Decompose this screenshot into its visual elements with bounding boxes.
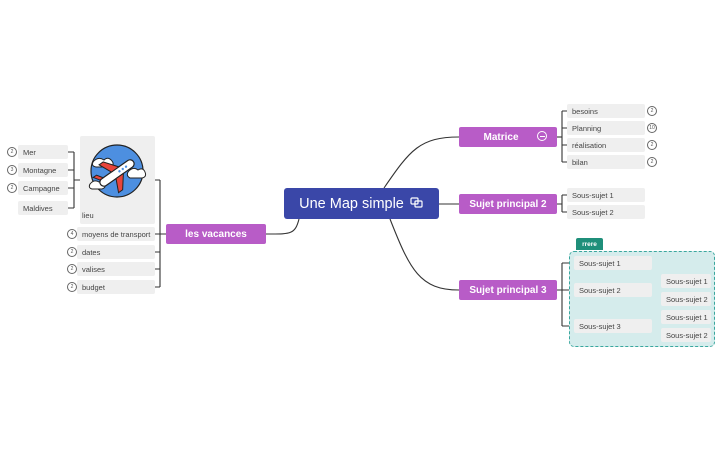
count-badge[interactable]: 2 [647,140,657,150]
subtopic-budget[interactable]: budget [77,280,155,294]
branch-les-vacances[interactable]: les vacances [166,224,266,244]
branch-matrice-label: Matrice [483,131,519,143]
subtopic-label: Sous-sujet 1 [666,276,708,286]
subtopic-label: Maldives [23,203,53,213]
subtopic-label: Sous-sujet 1 [579,258,621,268]
subtopic-sous-sujet-2-2[interactable]: Sous-sujet 2 [661,292,711,306]
count-badge[interactable]: 2 [67,247,77,257]
subtopic-lieu[interactable]: lieu [80,136,155,224]
subtopic-sous-sujet-1[interactable]: Sous-sujet 1 [567,188,645,202]
subtopic-lieu-label: lieu [82,211,94,220]
subtopic-label: Sous-sujet 1 [666,312,708,322]
subtopic-label: Sous-sujet 1 [572,190,614,200]
branch-sujet-principal-2-label: Sujet principal 2 [469,198,547,210]
central-topic[interactable]: Une Map simple [284,188,439,219]
subtopic-montagne[interactable]: Montagne [18,163,68,177]
subtopic-label: Sous-sujet 2 [666,330,708,340]
subtopic-sous-sujet-3[interactable]: Sous-sujet 3 [574,319,652,333]
branch-les-vacances-label: les vacances [185,228,247,240]
subtopic-bilan[interactable]: bilan [567,155,645,169]
count-badge[interactable]: 2 [67,264,77,274]
subtopic-label: Sous-sujet 2 [579,285,621,295]
subtopic-valises[interactable]: valises [77,262,155,276]
subtopic-label: Campagne [23,183,60,193]
count-badge[interactable]: 3 [7,165,17,175]
subtopic-label: Sous-sujet 2 [572,207,614,217]
branch-sujet-principal-3[interactable]: Sujet principal 3 [459,280,557,300]
central-topic-label: Une Map simple [299,195,404,212]
subtopic-sous-sujet-2[interactable]: Sous-sujet 2 [574,283,652,297]
subtopic-sous-sujet-2[interactable]: Sous-sujet 2 [567,205,645,219]
count-badge[interactable]: 2 [647,157,657,167]
count-badge[interactable]: 2 [7,183,17,193]
subtopic-label: dates [82,247,101,257]
subtopic-label: Sous-sujet 2 [666,294,708,304]
subtopic-sous-sujet-1[interactable]: Sous-sujet 1 [574,256,652,270]
subtopic-dates[interactable]: dates [77,245,155,259]
subtopic-label: Planning [572,123,602,133]
subtopic-sous-sujet-2-1[interactable]: Sous-sujet 1 [661,274,711,288]
subtopic-maldives[interactable]: Maldives [18,201,68,215]
count-badge[interactable]: 2 [7,147,17,157]
subtopic-label: budget [82,282,105,292]
count-badge[interactable]: 10 [647,123,657,133]
subtopic-planning[interactable]: Planning [567,121,645,135]
subtopic-label: Mer [23,147,36,157]
subtopic-label: Montagne [23,165,57,175]
subtopic-label: bilan [572,157,588,167]
count-badge[interactable]: 2 [67,282,77,292]
boundary-label[interactable]: rrere [576,238,603,250]
subtopic-label: moyens de transport [82,229,151,239]
count-badge[interactable]: 4 [67,229,77,239]
link-copy-icon[interactable] [410,196,424,212]
branch-sujet-principal-3-label: Sujet principal 3 [469,284,547,296]
subtopic-mer[interactable]: Mer [18,145,68,159]
subtopic-label: Sous-sujet 3 [579,321,621,331]
subtopic-label: réalisation [572,140,607,150]
count-badge[interactable]: 2 [647,106,657,116]
subtopic-campagne[interactable]: Campagne [18,181,68,195]
airplane-icon [88,144,147,198]
branch-matrice[interactable]: Matrice [459,127,557,147]
subtopic-moyens-de-transport[interactable]: moyens de transport [77,227,155,241]
subtopic-realisation[interactable]: réalisation [567,138,645,152]
branch-sujet-principal-2[interactable]: Sujet principal 2 [459,194,557,214]
subtopic-besoins[interactable]: besoins [567,104,645,118]
collapse-icon[interactable] [537,131,547,141]
subtopic-label: valises [82,264,105,274]
subtopic-sous-sujet-3-2[interactable]: Sous-sujet 2 [661,328,711,342]
subtopic-label: besoins [572,106,598,116]
subtopic-sous-sujet-3-1[interactable]: Sous-sujet 1 [661,310,711,324]
